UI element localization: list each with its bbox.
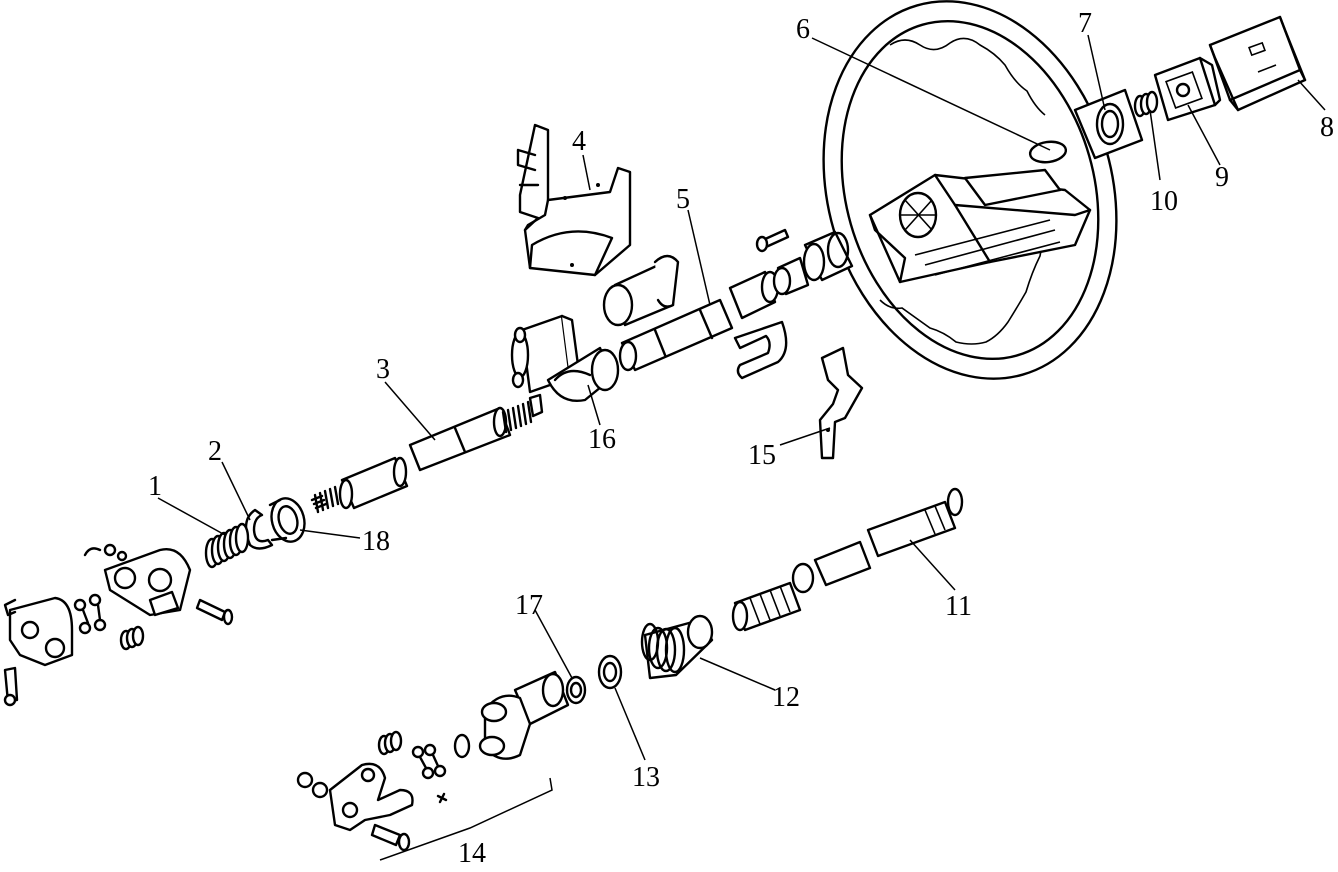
label-7: 7 — [1078, 8, 1092, 39]
boot-part-12 — [640, 614, 714, 680]
label-11: 11 — [945, 591, 972, 622]
label-4: 4 — [572, 126, 586, 157]
upper-u-joint — [3, 543, 234, 707]
part-labels: 1 2 3 4 5 6 7 8 9 10 11 12 13 14 15 16 1… — [148, 8, 1334, 869]
label-3: 3 — [376, 354, 390, 385]
label-13: 13 — [632, 762, 660, 793]
yoke-part-16 — [510, 314, 620, 402]
label-15: 15 — [748, 440, 776, 471]
label-10: 10 — [1150, 186, 1178, 217]
spring-part-1 — [204, 522, 250, 569]
plate-part-7 — [1073, 88, 1144, 160]
upper-shaft-part-5 — [618, 228, 854, 372]
label-17: 17 — [515, 590, 543, 621]
washer-part-17 — [565, 675, 587, 705]
washer-part-13 — [597, 654, 623, 690]
block-part-9 — [1153, 56, 1222, 122]
lower-shaft-part-11 — [731, 487, 964, 632]
cup-bushing — [602, 254, 680, 327]
label-12: 12 — [772, 682, 800, 713]
cover-part-8 — [1208, 15, 1307, 112]
steering-wheel — [822, 0, 1118, 380]
half-bushing — [733, 320, 788, 380]
clip-part-15 — [818, 346, 864, 460]
bracket-part-4 — [516, 123, 632, 277]
ring-part-18 — [268, 497, 306, 543]
bracket-line-14 — [379, 777, 553, 861]
label-6: 6 — [796, 14, 810, 45]
label-1: 1 — [148, 471, 162, 502]
label-8: 8 — [1320, 112, 1334, 143]
leader-lines — [157, 34, 1326, 761]
lower-u-joint-part-14 — [296, 670, 570, 852]
label-5: 5 — [676, 184, 690, 215]
label-16: 16 — [588, 424, 616, 455]
clip-ring-part-2 — [244, 508, 274, 550]
label-18: 18 — [362, 526, 390, 557]
label-2: 2 — [208, 436, 222, 467]
label-14: 14 — [458, 838, 486, 867]
spring-part-10 — [1133, 90, 1159, 118]
shaft-part-3 — [310, 393, 544, 514]
label-9: 9 — [1215, 162, 1229, 193]
